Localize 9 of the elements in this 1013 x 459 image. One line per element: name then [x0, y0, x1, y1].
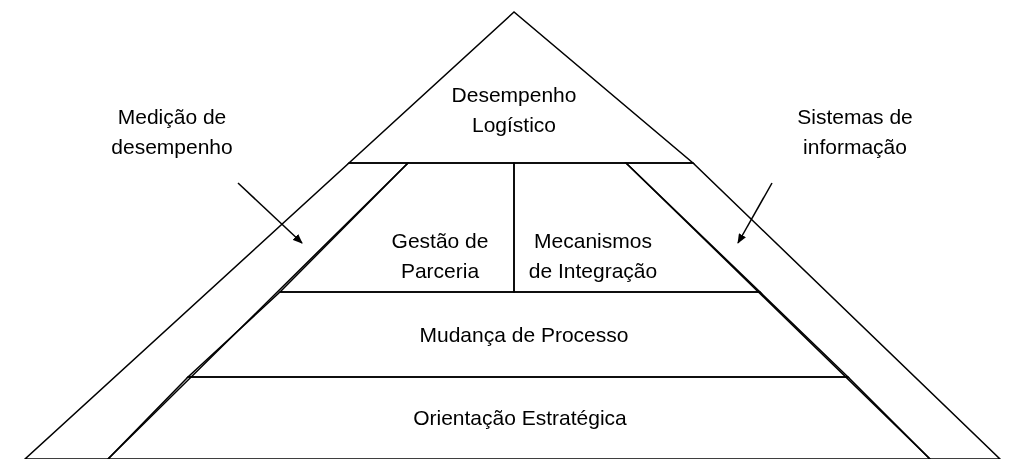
- tier-label: Mecanismos de Integração: [527, 228, 659, 284]
- callout-text: Sistemas de informação: [770, 102, 940, 162]
- tier-label: Gestão de Parceria: [390, 228, 490, 284]
- tier-label: Mudança de Processo: [418, 322, 630, 348]
- tier-label: Orientação Estratégica: [412, 405, 628, 431]
- arrow: [237, 182, 303, 244]
- tier-label: Desempenho Logístico: [450, 82, 578, 138]
- callout-text: Medição de desempenho: [87, 102, 257, 162]
- arrow: [737, 182, 773, 244]
